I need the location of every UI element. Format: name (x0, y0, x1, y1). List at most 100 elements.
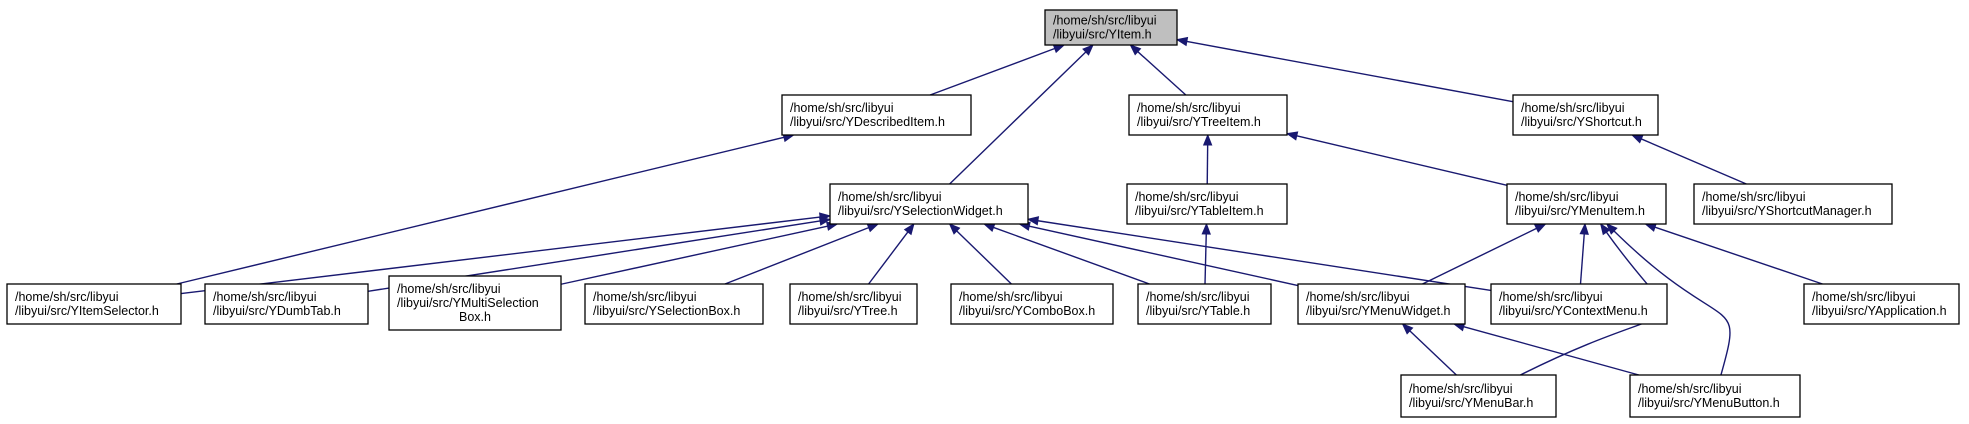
graph-nodes: /home/sh/src/libyui/libyui/src/YItem.h/h… (6, 9, 1960, 418)
node-label-line: /home/sh/src/libyui (213, 290, 317, 304)
edge-yitemselector-to-ydescribeditem (176, 132, 796, 285)
edge-arrowhead (1401, 323, 1414, 335)
node-ytableitem[interactable]: /home/sh/src/libyui/libyui/src/YTableIte… (1126, 183, 1288, 225)
edge-ytableitem-to-ytreeitem (1202, 133, 1213, 185)
edge-line (1579, 233, 1585, 285)
node-box (950, 283, 1114, 325)
node-box (1297, 283, 1466, 325)
node-label-line: /libyui/src/YApplication.h (1812, 304, 1947, 318)
edge-ycombobox-to-yselectionwidget (948, 223, 1012, 285)
node-label-line: /home/sh/src/libyui (1638, 382, 1742, 396)
node-label-line: /home/sh/src/libyui (1515, 190, 1619, 204)
edge-yshortcutmanager-to-yshortcut (1630, 134, 1747, 185)
node-label-line: /libyui/src/YComboBox.h (959, 304, 1095, 318)
node-ytable[interactable]: /home/sh/src/libyui/libyui/src/YTable.h (1137, 283, 1272, 325)
node-label-line: Box.h (459, 310, 491, 324)
edge-ymenubar-to-ymenuwidget (1401, 323, 1457, 376)
node-label-line: /home/sh/src/libyui (1409, 382, 1513, 396)
edge-line (1613, 230, 1731, 376)
edge-ycontextmenu-to-yselectionwidget (1026, 216, 1492, 292)
edge-line (176, 136, 785, 285)
node-box (1137, 283, 1272, 325)
node-label-line: /libyui/src/YItemSelector.h (15, 304, 159, 318)
node-yselectionbox[interactable]: /home/sh/src/libyui/libyui/src/YSelectio… (584, 283, 764, 325)
edge-line (1641, 138, 1747, 185)
edge-arrowhead (948, 223, 961, 235)
edge-line (1029, 225, 1299, 287)
node-ycombobox[interactable]: /home/sh/src/libyui/libyui/src/YComboBox… (950, 283, 1114, 325)
edge-line (956, 230, 1012, 285)
edge-line (724, 226, 869, 285)
node-box (1490, 283, 1668, 325)
edge-arrowhead (1129, 44, 1142, 56)
node-ymenubar[interactable]: /home/sh/src/libyui/libyui/src/YMenuBar.… (1400, 374, 1557, 418)
node-box (388, 275, 562, 331)
node-label-line: /libyui/src/YMultiSelection (397, 296, 539, 310)
node-ytree[interactable]: /home/sh/src/libyui/libyui/src/YTree.h (789, 283, 918, 325)
node-label-line: /libyui/src/YMenuWidget.h (1306, 304, 1451, 318)
node-label-line: /home/sh/src/libyui (959, 290, 1063, 304)
node-box (1128, 94, 1288, 136)
edge-ymenuwidget-to-ymenuitem (1422, 223, 1547, 285)
node-label-line: /home/sh/src/libyui (798, 290, 902, 304)
node-ymenubutton[interactable]: /home/sh/src/libyui/libyui/src/YMenuButt… (1629, 374, 1801, 418)
node-label-line: /libyui/src/YItem.h (1053, 28, 1152, 42)
node-ymenuitem[interactable]: /home/sh/src/libyui/libyui/src/YMenuItem… (1506, 183, 1667, 225)
node-ydumbtab[interactable]: /home/sh/src/libyui/libyui/src/YDumbTab.… (204, 283, 369, 325)
node-ymultiselectionbox[interactable]: /home/sh/src/libyui/libyui/src/YMultiSel… (388, 275, 562, 331)
node-label-line: /libyui/src/YDescribedItem.h (790, 115, 945, 129)
edge-arrowhead (1630, 134, 1644, 144)
edge-line (1422, 227, 1537, 285)
node-box (1693, 183, 1893, 225)
edge-arrowhead (1082, 44, 1094, 56)
node-box (584, 283, 764, 325)
node-box (1044, 9, 1178, 46)
node-yitem[interactable]: /home/sh/src/libyui/libyui/src/YItem.h (1044, 9, 1178, 46)
node-ytreeitem[interactable]: /home/sh/src/libyui/libyui/src/YTreeItem… (1128, 94, 1288, 136)
edge-line (1037, 220, 1492, 292)
node-label-line: /home/sh/src/libyui (1702, 190, 1806, 204)
node-yshortcut[interactable]: /home/sh/src/libyui/libyui/src/YShortcut… (1512, 94, 1659, 136)
node-label-line: /libyui/src/YMenuBar.h (1409, 396, 1533, 410)
node-box (789, 283, 918, 325)
edge-arrowhead (1201, 222, 1211, 235)
node-yshortcutmanager[interactable]: /home/sh/src/libyui/libyui/src/YShortcut… (1693, 183, 1893, 225)
node-box (6, 283, 182, 325)
node-ycontextmenu[interactable]: /home/sh/src/libyui/libyui/src/YContextM… (1490, 283, 1668, 325)
edge-ytreeitem-to-yitem (1129, 44, 1187, 96)
node-label-line: /home/sh/src/libyui (1146, 290, 1250, 304)
node-label-line: /libyui/src/YSelectionWidget.h (838, 204, 1003, 218)
edge-line (1204, 233, 1207, 285)
node-label-line: /libyui/src/YTree.h (798, 304, 898, 318)
edge-ydescribeditem-to-yitem (929, 44, 1066, 96)
node-yselectionwidget[interactable]: /home/sh/src/libyui/libyui/src/YSelectio… (829, 183, 1029, 225)
edge-line (929, 47, 1055, 96)
edge-arrowhead (903, 222, 915, 236)
node-label-line: /libyui/src/YTable.h (1146, 304, 1250, 318)
edge-arrowhead (1579, 222, 1589, 235)
node-label-line: /libyui/src/YMenuButton.h (1638, 396, 1780, 410)
node-ydescribeditem[interactable]: /home/sh/src/libyui/libyui/src/YDescribe… (781, 94, 972, 136)
node-box (204, 283, 369, 325)
node-box (781, 94, 972, 136)
edge-ymenuitem-to-ytreeitem (1285, 131, 1508, 186)
node-label-line: /libyui/src/YDumbTab.h (213, 304, 341, 318)
edge-line (1186, 40, 1514, 103)
node-label-line: /home/sh/src/libyui (1499, 290, 1603, 304)
edge-line (1137, 51, 1187, 96)
node-label-line: /libyui/src/YMenuItem.h (1515, 204, 1645, 218)
edge-ymenubutton-to-ymenuitem (1605, 223, 1731, 376)
edge-line (1409, 330, 1457, 376)
node-yitemselector[interactable]: /home/sh/src/libyui/libyui/src/YItemSele… (6, 283, 182, 325)
node-label-line: /home/sh/src/libyui (838, 190, 942, 204)
edge-ytable-to-ytableitem (1201, 222, 1211, 285)
node-box (1629, 374, 1801, 418)
node-ymenuwidget[interactable]: /home/sh/src/libyui/libyui/src/YMenuWidg… (1297, 283, 1466, 325)
node-yapplication[interactable]: /home/sh/src/libyui/libyui/src/YApplicat… (1803, 283, 1960, 325)
node-label-line: /home/sh/src/libyui (593, 290, 697, 304)
edge-arrowhead (1599, 222, 1611, 236)
edge-arrowhead (1175, 36, 1189, 47)
edge-line (180, 216, 821, 295)
node-label-line: /home/sh/src/libyui (1137, 101, 1241, 115)
edge-yselectionwidget-to-yitem (949, 44, 1094, 185)
